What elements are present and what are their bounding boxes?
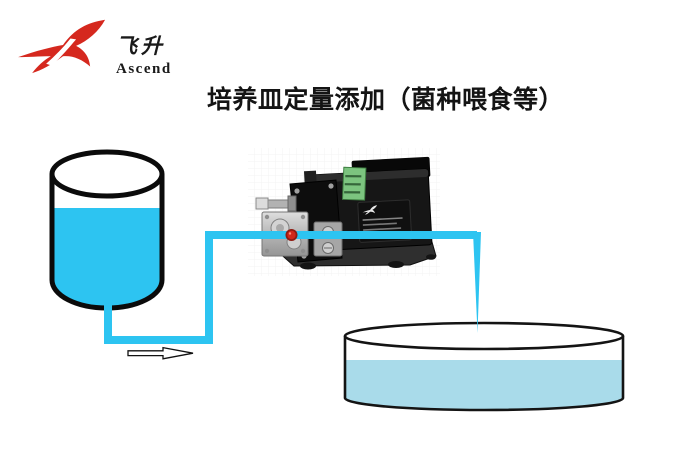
brand-name-en: Ascend (116, 61, 172, 77)
brand-name-cn: 飞升 (116, 33, 166, 58)
micro-pump (248, 148, 440, 276)
pump-shaft (265, 199, 291, 209)
page-title: 培养皿定量添加（菌种喂食等） (207, 86, 565, 114)
reservoir-liquid (52, 208, 162, 308)
dish-outline (343, 336, 625, 412)
pump-shaft-tip (255, 197, 269, 210)
pump-label-bird-icon (362, 205, 378, 215)
flow-arrow-icon (127, 346, 194, 360)
ascend-bird-icon (18, 19, 106, 74)
petri-dish (343, 321, 625, 412)
dish-liquid (345, 360, 623, 410)
reservoir-rim (49, 149, 165, 199)
pump-foot (300, 262, 316, 270)
pump-foot (426, 254, 436, 260)
liquid-reservoir (49, 149, 165, 311)
brand-logo: 飞升 Ascend (14, 14, 184, 77)
pump-foot (388, 261, 404, 268)
dish-rim (343, 321, 625, 351)
